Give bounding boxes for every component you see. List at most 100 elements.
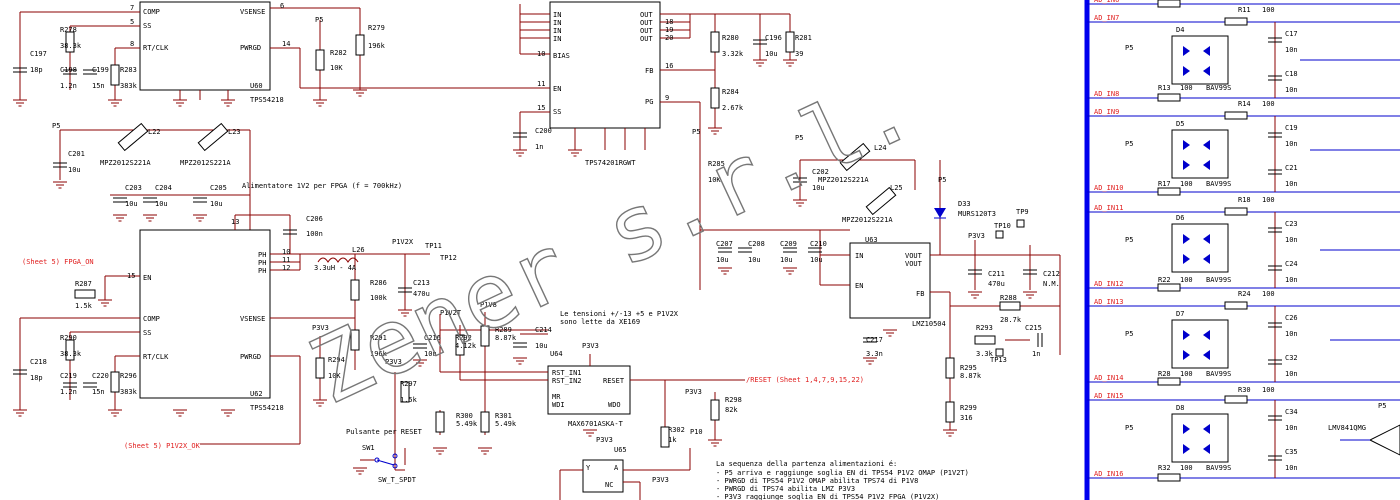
label-u61-ss: SS <box>553 108 561 116</box>
label-u61-part: TPS74201RGWT <box>585 159 636 167</box>
label-c201v: 10u <box>68 166 81 174</box>
label-u62-ss: SS <box>143 329 151 337</box>
label-c216: C216 <box>424 334 441 342</box>
label-c212: C212 <box>1043 270 1060 278</box>
label-u61-pg: PG <box>645 98 653 106</box>
label-u62-comp: COMP <box>143 315 160 323</box>
label-r299v: 316 <box>960 414 973 422</box>
label-p9: 9 <box>665 94 669 102</box>
label-r32: R32 <box>1158 464 1171 472</box>
label-r281: R281 <box>795 34 812 42</box>
label-ad-in10: AD_IN10 <box>1094 184 1124 192</box>
label-u63-in: IN <box>855 252 863 260</box>
label-r281v: 39 <box>795 50 803 58</box>
label-u61-in3: IN <box>553 27 561 35</box>
label-d8v: BAV99S <box>1206 464 1231 472</box>
label-r22: R22 <box>1158 276 1171 284</box>
label-p3v3-u64: P3V3 <box>582 342 599 350</box>
label-r279: R279 <box>368 24 385 32</box>
label-r300v: 5.49k <box>456 420 478 428</box>
label-u63-en: EN <box>855 282 863 290</box>
label-c26v: 10n <box>1285 330 1298 338</box>
label-c34v: 10n <box>1285 424 1298 432</box>
label-u60-pwrgd: PWRGD <box>240 44 261 52</box>
label-r24v: 100 <box>1262 290 1275 298</box>
label-c18: C18 <box>1285 70 1298 78</box>
regulator-u61 <box>320 1 798 230</box>
label-r302: R302 <box>668 426 685 434</box>
label-u62-ph1: PH <box>258 251 266 259</box>
label-r1v8: P1V8 <box>480 301 497 309</box>
label-c32: C32 <box>1285 354 1298 362</box>
label-c17: C17 <box>1285 30 1298 38</box>
label-c202v: 10u <box>812 184 825 192</box>
label-c24: C24 <box>1285 260 1298 268</box>
label-p3v3-c: P3V3 <box>685 388 702 396</box>
label-p12b: 12 <box>282 264 290 272</box>
label-c17v: 10n <box>1285 46 1298 54</box>
label-c218: C218 <box>30 358 47 366</box>
label-l22: L22 <box>148 128 161 136</box>
label-c207v: 10u <box>716 256 729 264</box>
label-c19v: 10n <box>1285 140 1298 148</box>
label-c198v: 1.2n <box>60 82 77 90</box>
label-r283: R283 <box>120 66 137 74</box>
label-r292v: 4.12k <box>455 342 477 350</box>
label-r300: R300 <box>456 412 473 420</box>
label-c204: C204 <box>155 184 172 192</box>
label-r293: R293 <box>976 324 993 332</box>
label-l25v: MPZ2012S221A <box>842 216 893 224</box>
label-ad-in6: AD_IN6 <box>1094 0 1119 4</box>
label-ad-in16: AD_IN16 <box>1094 470 1124 478</box>
label-pulsante: Pulsante per RESET <box>346 428 423 436</box>
label-d6v: BAV99S <box>1206 276 1231 284</box>
label-c218v: 18p <box>30 374 43 382</box>
label-c199: C199 <box>92 66 109 74</box>
label-d33: D33 <box>958 200 971 208</box>
label-p3v3-u65: P3V3 <box>596 436 613 444</box>
label-r286v: 100k <box>370 294 388 302</box>
label-r285: R285 <box>708 160 725 168</box>
label-c215v: 1n <box>1032 350 1040 358</box>
label-p5-d4: P5 <box>1125 44 1133 52</box>
label-c196v: 10u <box>765 50 778 58</box>
label-c203v: 10u <box>125 200 138 208</box>
label-u62-ph3: PH <box>258 267 266 275</box>
label-c197: C197 <box>30 50 47 58</box>
label-r282: R282 <box>330 49 347 57</box>
label-u62-name: U62 <box>250 390 263 398</box>
label-r302v: 1k <box>668 436 677 444</box>
label-p11b: 11 <box>282 256 290 264</box>
label-c24v: 10n <box>1285 276 1298 284</box>
label-c205: C205 <box>210 184 227 192</box>
label-reset-out: /RESET (Sheet 1,4,7,9,15,22) <box>746 376 864 384</box>
label-u61-out4: OUT <box>640 35 653 43</box>
label-u65-nc: NC <box>605 481 613 489</box>
label-r292: R292 <box>455 334 472 342</box>
label-r11v: 100 <box>1262 6 1275 14</box>
label-ad-in9: AD_IN9 <box>1094 108 1119 116</box>
label-c207: C207 <box>716 240 733 248</box>
label-u64-rst2: RST_IN2 <box>552 377 582 385</box>
label-opamp: LMV841QMG <box>1328 424 1366 432</box>
label-c202: C202 <box>812 168 829 176</box>
label-p11: 11 <box>537 80 545 88</box>
label-fpga-note: Alimentatore 1V2 per FPGA (f = 700kHz) <box>242 182 402 190</box>
label-u60-vsense: VSENSE <box>240 8 265 16</box>
label-c209v: 10u <box>780 256 793 264</box>
label-tp12: TP12 <box>440 254 457 262</box>
label-c219v: 1.2n <box>60 388 77 396</box>
label-r294: R294 <box>328 356 345 364</box>
label-c213v: 470u <box>413 290 430 298</box>
label-c215: C215 <box>1025 324 1042 332</box>
label-c21: C21 <box>1285 164 1298 172</box>
label-tp13: TP13 <box>990 356 1007 364</box>
label-r301: R301 <box>495 412 512 420</box>
label-c205v: 10u <box>210 200 223 208</box>
label-u64-reset: RESET <box>603 377 625 385</box>
label-r294v: 10K <box>328 372 341 380</box>
label-p5-d5: P5 <box>1125 140 1133 148</box>
label-c217: C217 <box>866 336 883 344</box>
label-p16: 16 <box>665 62 673 70</box>
label-p10b: 10 <box>282 248 290 256</box>
